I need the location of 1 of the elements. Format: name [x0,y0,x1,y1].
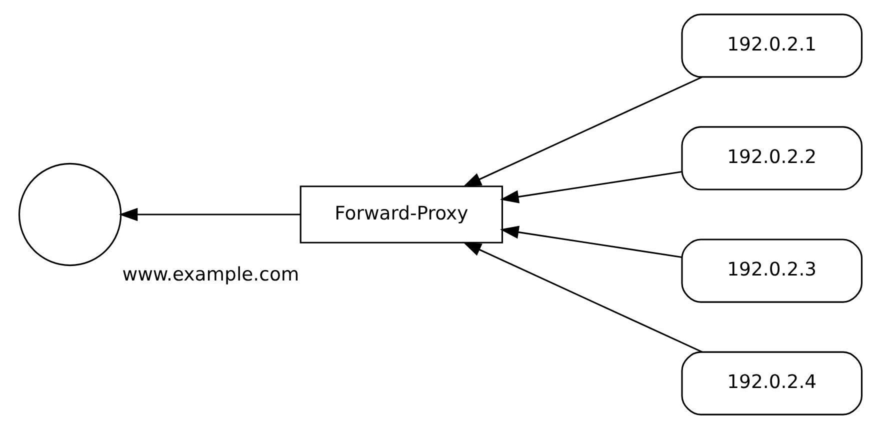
node-label: www.example.com [122,264,299,286]
